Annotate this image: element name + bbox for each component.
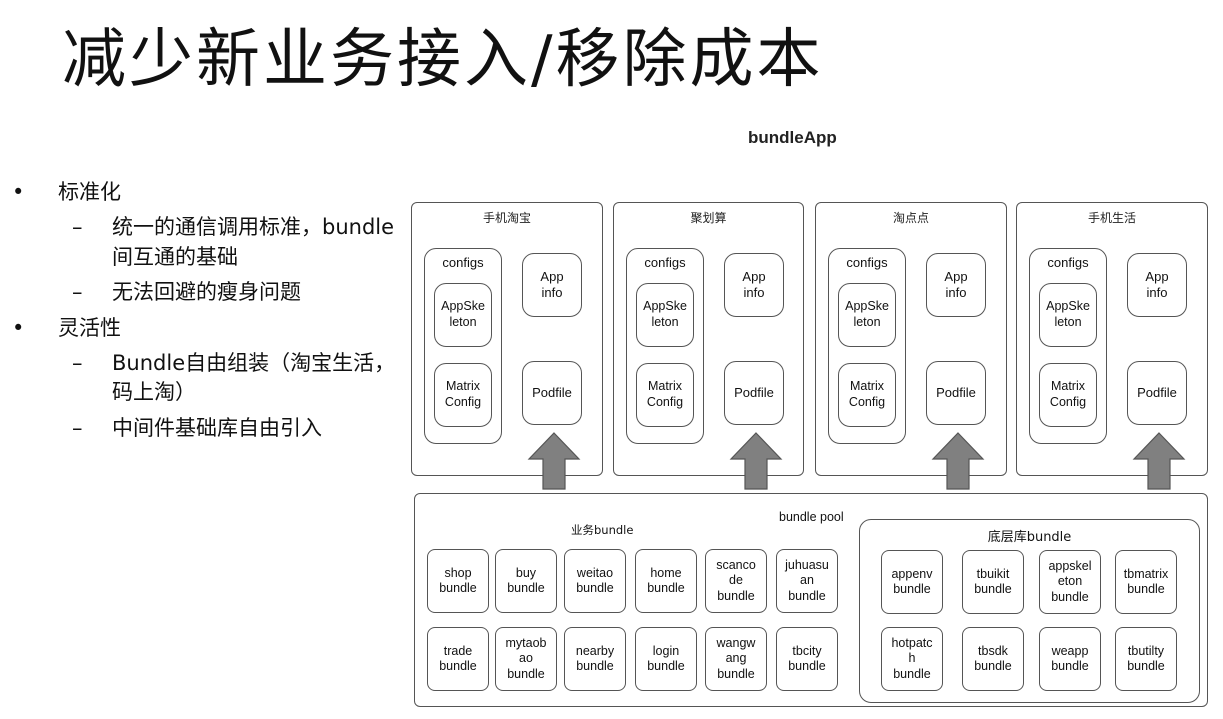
business-bundle: wangw ang bundle	[705, 627, 767, 691]
sub-bullet: – 中间件基础库自由引入	[12, 414, 397, 443]
app-box: 手机淘宝 configs AppSke leton Matrix Config …	[411, 202, 603, 476]
business-bundle-label: 业务bundle	[571, 523, 634, 537]
bullet-text: 灵活性	[58, 315, 121, 340]
configs-label: configs	[846, 255, 888, 270]
library-bundle: hotpatc h bundle	[881, 627, 943, 691]
business-bundle: nearby bundle	[564, 627, 626, 691]
app-name: 手机淘宝	[482, 211, 531, 225]
appskeleton-box: AppSke leton	[636, 283, 694, 347]
bundle-pool: bundle pool 业务bundle shop bundle buy bun…	[414, 493, 1208, 707]
sub-bullet-text: 中间件基础库自由引入	[112, 415, 322, 440]
appskeleton-box: AppSke leton	[434, 283, 492, 347]
library-bundle: appenv bundle	[881, 550, 943, 614]
app-name: 手机生活	[1087, 211, 1136, 225]
sub-bullet-dash: –	[72, 350, 83, 375]
library-bundle-label: 底层库bundle	[987, 530, 1072, 545]
app-info-box: App info	[926, 253, 986, 317]
business-bundle: trade bundle	[427, 627, 489, 691]
slide-title: 减少新业务接入/移除成本	[62, 23, 824, 97]
business-bundle: tbcity bundle	[776, 627, 838, 691]
bullet-dot: •	[12, 180, 25, 204]
bullet-text: 标准化	[58, 180, 121, 204]
podfile-box: Podfile	[522, 361, 582, 425]
sub-bullet: – 统一的通信调用标准，bundle间互通的基础	[12, 213, 397, 272]
configs-label: configs	[644, 255, 686, 270]
business-bundle: login bundle	[635, 627, 697, 691]
sub-bullet-text: 无法回避的瘦身问题	[112, 280, 301, 305]
business-bundle: home bundle	[635, 549, 697, 613]
appskeleton-box: AppSke leton	[1039, 283, 1097, 347]
bullet-standardization: • 标准化	[12, 178, 397, 207]
podfile-box: Podfile	[724, 361, 784, 425]
appskeleton-box: AppSke leton	[838, 283, 896, 347]
app-info-box: App info	[1127, 253, 1187, 317]
configs-label: configs	[442, 255, 484, 270]
matrix-config-box: Matrix Config	[838, 363, 896, 427]
app-name: 淘点点	[892, 211, 929, 225]
up-arrow-icon	[1132, 432, 1186, 490]
configs-box: configs AppSke leton Matrix Config	[626, 248, 704, 444]
sub-bullet: – Bundle自由组装（淘宝生活，码上淘）	[12, 349, 397, 408]
app-name: 聚划算	[690, 211, 727, 225]
up-arrow-icon	[527, 432, 581, 490]
matrix-config-box: Matrix Config	[1039, 363, 1097, 427]
matrix-config-box: Matrix Config	[636, 363, 694, 427]
app-box: 聚划算 configs AppSke leton Matrix Config A…	[613, 202, 804, 476]
bullet-list: •标准化 –统一的通信调用标准，bundle间互通的基础 –无法回避的瘦身问题 …	[12, 178, 397, 449]
bullet-dot: •	[12, 315, 25, 340]
diagram-title: bundleApp	[748, 128, 837, 147]
library-bundle: tbsdk bundle	[962, 627, 1024, 691]
configs-box: configs AppSke leton Matrix Config	[424, 248, 502, 444]
business-bundle: buy bundle	[495, 549, 557, 613]
library-bundle: weapp bundle	[1039, 627, 1101, 691]
up-arrow-icon	[729, 432, 783, 490]
sub-bullet-text: Bundle自由组装（淘宝生活，码上淘）	[112, 350, 396, 405]
app-box: 手机生活 configs AppSke leton Matrix Config …	[1016, 202, 1208, 476]
sub-bullet-dash: –	[72, 415, 83, 440]
configs-box: configs AppSke leton Matrix Config	[828, 248, 906, 444]
business-bundle: shop bundle	[427, 549, 489, 613]
library-bundle: tbmatrix bundle	[1115, 550, 1177, 614]
business-bundle: mytaob ao bundle	[495, 627, 557, 691]
business-bundle: weitao bundle	[564, 549, 626, 613]
bullet-flexibility: • 灵活性	[12, 314, 397, 343]
podfile-box: Podfile	[1127, 361, 1187, 425]
app-info-box: App info	[522, 253, 582, 317]
up-arrow-icon	[931, 432, 985, 490]
library-bundle: appskel eton bundle	[1039, 550, 1101, 614]
sub-bullet: – 无法回避的瘦身问题	[12, 278, 397, 307]
sub-bullet-dash: –	[72, 280, 83, 305]
business-bundle: scanco de bundle	[705, 549, 767, 613]
podfile-box: Podfile	[926, 361, 986, 425]
business-bundle: juhuasu an bundle	[776, 549, 838, 613]
matrix-config-box: Matrix Config	[434, 363, 492, 427]
library-bundle: tbuikit bundle	[962, 550, 1024, 614]
library-bundle: tbutilty bundle	[1115, 627, 1177, 691]
sub-bullet-dash: –	[72, 215, 83, 240]
sub-bullet-text: 统一的通信调用标准，bundle间互通的基础	[112, 215, 395, 269]
library-bundle-group: 底层库bundle appenv bundle tbuikit bundle a…	[859, 519, 1200, 703]
configs-label: configs	[1047, 255, 1089, 270]
bundle-pool-label: bundle pool	[779, 510, 844, 524]
app-info-box: App info	[724, 253, 784, 317]
app-box: 淘点点 configs AppSke leton Matrix Config A…	[815, 202, 1007, 476]
configs-box: configs AppSke leton Matrix Config	[1029, 248, 1107, 444]
